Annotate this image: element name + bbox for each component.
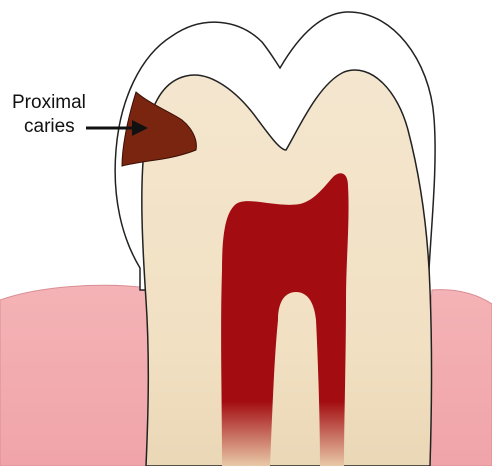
left-gum: [0, 285, 152, 466]
caries-label-line2: caries: [24, 116, 75, 137]
caries-label-line1: Proximal: [12, 92, 86, 113]
